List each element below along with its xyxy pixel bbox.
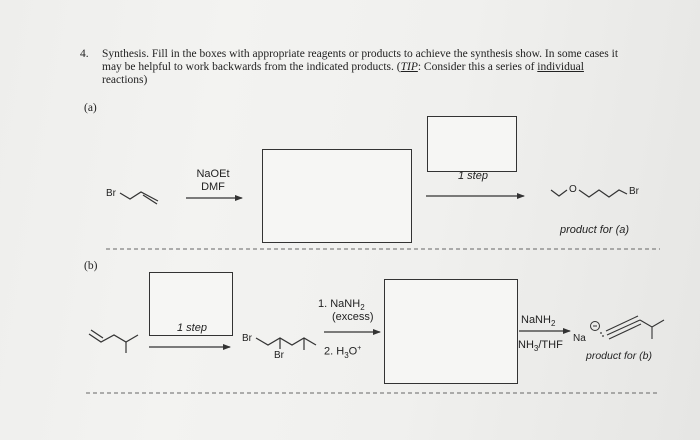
question-number: 4. [80, 48, 89, 60]
part-b-sodium-counterion: Na [573, 333, 586, 344]
part-a-label: (a) [84, 102, 97, 114]
part-b-step-label: 1 step [177, 322, 207, 334]
part-b-reagent1-step1-sub: 2 [360, 303, 365, 313]
part-b-dibromide-br-top: Br [242, 333, 252, 344]
part-b-reagent2-bottom-b: /THF [538, 339, 563, 351]
part-b-reagent1-step2-text: 2. H [324, 345, 345, 358]
part-a-step-label: 1 step [458, 170, 488, 182]
part-b-reagent2-bottom-sub: 3 [533, 344, 539, 354]
part-b-starting-alkene [88, 329, 139, 353]
part-b-product-caption: product for (b) [586, 350, 652, 362]
part-a-product-ether [550, 189, 628, 198]
part-a-product-box[interactable] [262, 149, 412, 243]
part-b-reagent2-top: NaNH2 [521, 314, 555, 328]
part-b-dibromide [255, 337, 317, 350]
part-b-reagent1-excess: (excess) [332, 311, 374, 323]
question-line-1-text: Synthesis. Fill in the boxes with approp… [102, 48, 619, 60]
part-b-reagent1-step2-tail: O [348, 345, 358, 358]
part-b-acetylide [590, 315, 665, 340]
part-a-reagent-dmf: DMF [201, 181, 225, 193]
question-line-2-text: may be helpful to work backwards from th… [102, 61, 401, 73]
question-line-1: Synthesis. Fill in the boxes with approp… [102, 48, 618, 60]
question-line-2: may be helpful to work backwards from th… [102, 61, 584, 73]
part-a-start-br: Br [106, 188, 116, 199]
part-b-reagent2-bottom: NH3/THF [518, 339, 563, 353]
part-b-reagent1-step1: 1. NaNH2 [318, 298, 376, 312]
question-line-2-mid: : Consider this a series of [417, 61, 538, 73]
part-b-reagent1-step2-sup: + [357, 345, 362, 352]
part-a-reagent-box[interactable] [427, 116, 517, 172]
part-b-reagent2-top-sub: 2 [550, 319, 556, 329]
tip-label: TIP [400, 61, 418, 73]
part-a-product-oxygen: O [569, 184, 577, 195]
part-b-label: (b) [84, 260, 98, 272]
question-line-3: reactions) [102, 74, 148, 86]
part-b-reagent2-top-text: NaNH [521, 314, 551, 326]
part-a-allyl-bromide [119, 191, 159, 205]
individual-word: individual [537, 61, 584, 73]
part-b-product-box[interactable] [384, 279, 518, 384]
part-b-reagent1-step2: 2. H3O+ [324, 345, 361, 360]
part-a-product-caption: product for (a) [560, 224, 630, 236]
part-a-reagent-naoet: NaOEt [196, 168, 230, 180]
part-b-reagent2-bottom-a: NH [518, 339, 534, 351]
part-b-reagent-box[interactable] [149, 272, 233, 336]
part-b-dibromide-br-bottom: Br [274, 350, 284, 361]
negative-charge-icon [590, 321, 600, 331]
part-b-reagent1-step1-text: 1. NaNH [318, 298, 361, 310]
part-b-reagent1-step2-sub: 3 [344, 350, 349, 360]
part-a-product-br: Br [629, 186, 639, 197]
